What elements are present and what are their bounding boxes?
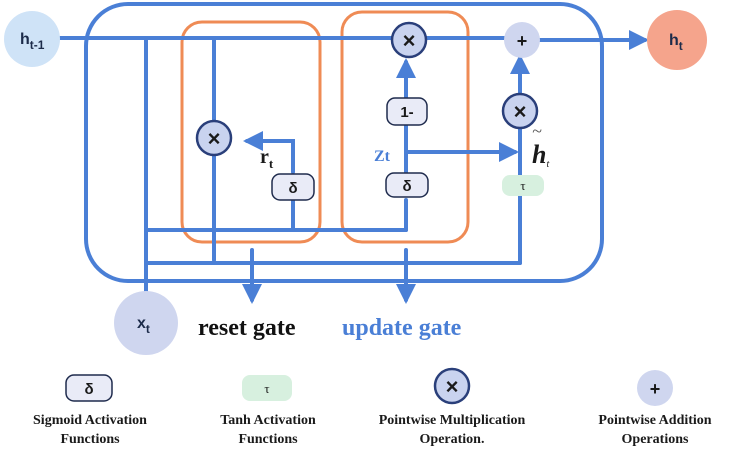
update-multiply-op: × [390,21,428,59]
svg-text:ht: ht [669,32,683,53]
reset-multiply-op: × [195,119,233,157]
svg-text:δ: δ [288,180,297,197]
svg-text:Tanh Activation: Tanh Activation [220,413,316,428]
legend-addition: + Pointwise Addition Operations [598,370,712,447]
svg-text:Functions: Functions [238,432,298,447]
svg-text:×: × [514,99,527,124]
svg-text:~: ~ [532,121,542,141]
svg-text:Pointwise Addition: Pointwise Addition [598,413,711,428]
update-gate-label: update gate [342,315,462,341]
legend: δ Sigmoid Activation Functions τ Tanh Ac… [33,367,712,447]
one-minus-box: 1- [386,97,428,126]
svg-text:×: × [446,374,459,399]
z-t-label: Zt [374,148,391,165]
svg-text:τ: τ [264,381,269,396]
svg-text:+: + [517,31,528,51]
addition-op: + [504,22,540,58]
update-gate-box [340,10,470,244]
svg-text:×: × [403,28,416,53]
x-t-node: xt [114,291,178,355]
reset-gate-label: reset gate [198,315,296,341]
reset-sigmoid-box: δ [271,173,315,201]
svg-text:Operation.: Operation. [420,432,485,447]
legend-multiply: × Pointwise Multiplication Operation. [379,367,526,447]
legend-sigmoid: δ Sigmoid Activation Functions [33,374,147,447]
svg-text:ht: ht [532,140,549,170]
svg-text:xt: xt [137,315,150,336]
svg-text:δ: δ [84,381,93,398]
h-tilde-label: ~ ht [532,121,549,170]
r-t-label: rt [260,146,274,171]
svg-text:+: + [650,379,661,399]
h-prev-node: ht-1 [4,11,60,67]
legend-tanh: τ Tanh Activation Functions [220,375,316,447]
reset-gate-box [180,20,322,244]
h-t-node: ht [647,10,707,70]
svg-text:τ: τ [520,178,525,193]
flow-lines [58,30,649,304]
svg-text:Operations: Operations [622,432,689,447]
svg-text:ht-1: ht-1 [20,31,45,52]
gru-cell-outline [84,2,604,283]
svg-text:1-: 1- [400,104,413,121]
svg-text:×: × [208,126,221,151]
tanh-box: τ [502,175,544,196]
svg-text:Sigmoid Activation: Sigmoid Activation [33,413,147,428]
svg-text:δ: δ [402,178,411,195]
svg-text:Functions: Functions [60,432,120,447]
svg-text:Pointwise Multiplication: Pointwise Multiplication [379,413,526,428]
update-sigmoid-box: δ [385,172,429,198]
candidate-multiply-op: × [501,92,539,130]
